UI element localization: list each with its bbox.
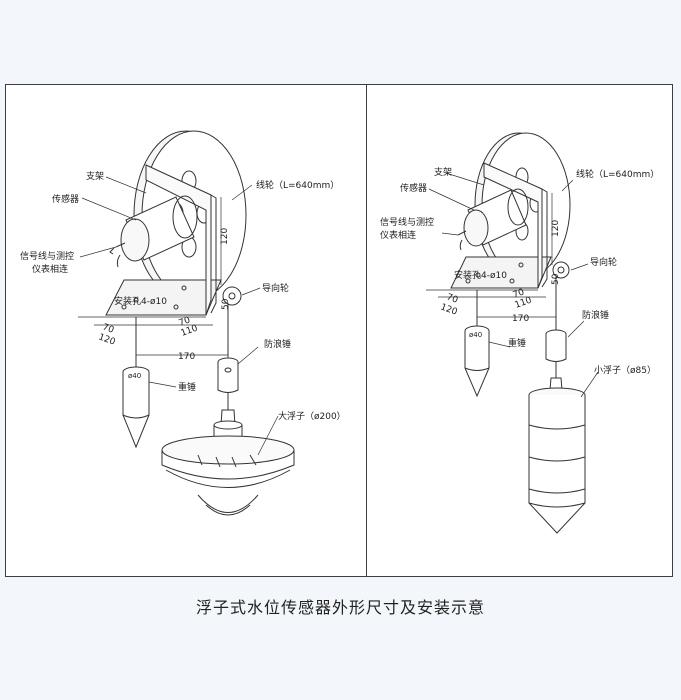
right-sensor-body (457, 188, 529, 251)
diagram-frame: 支架 传感器 信号线与测控 仪表相连 线轮（L=640mm） 导向轮 安装孔4-… (5, 84, 673, 577)
right-dim-50: 50 (551, 273, 561, 285)
right-dim-170: 170 (512, 314, 529, 324)
right-heavy-weight (464, 325, 490, 398)
left-dim-120-a: 120 (97, 332, 117, 347)
right-label-weight: 重锤 (508, 337, 526, 349)
left-heavy-weight (122, 366, 150, 449)
right-label-mount-hole: 安装孔4-ø10 (454, 269, 507, 281)
left-label-anti-wave: 防浪锤 (264, 338, 291, 350)
left-label-signal-line-1: 信号线与测控 (20, 250, 74, 262)
left-label-bracket: 支架 (86, 170, 104, 182)
left-label-weight: 重锤 (178, 381, 196, 393)
right-label-signal-line-2: 仪表相连 (380, 229, 416, 241)
left-label-guide-wheel: 导向轮 (262, 282, 289, 294)
right-label-bracket: 支架 (434, 166, 452, 178)
right-anti-wave-weight (545, 329, 567, 378)
right-dim-120-vertical: 120 (551, 220, 561, 237)
right-label-sensor: 传感器 (400, 182, 427, 194)
left-dim-120-vertical: 120 (220, 228, 230, 245)
right-guide-wheel (552, 261, 570, 279)
left-large-float (161, 409, 295, 516)
left-dim-170: 170 (178, 352, 195, 362)
right-label-signal-line-1: 信号线与测控 (380, 216, 434, 228)
right-label-float: 小浮子（ø85） (594, 364, 656, 376)
right-dim-phi40: ø40 (469, 331, 482, 339)
figure-caption: 浮子式水位传感器外形尺寸及安装示意 (195, 598, 485, 617)
right-label-wheel: 线轮（L=640mm） (576, 168, 659, 180)
left-assembly (78, 130, 295, 516)
right-small-float (528, 377, 586, 534)
left-dim-phi40: ø40 (128, 372, 141, 380)
left-label-mount-hole: 安装孔4-ø10 (114, 295, 167, 307)
left-anti-wave-weight (217, 357, 239, 410)
left-label-wheel: 线轮（L=640mm） (256, 179, 339, 191)
left-dim-50: 50 (221, 298, 231, 310)
right-label-guide-wheel: 导向轮 (590, 256, 617, 268)
right-label-anti-wave: 防浪锤 (582, 309, 609, 321)
left-label-float: 大浮子（ø200） (278, 410, 346, 422)
left-label-signal-line-2: 仪表相连 (32, 263, 68, 275)
left-sensor-body (109, 195, 198, 268)
right-dim-70-b: 70 (512, 287, 526, 300)
left-dim-70-a: 70 (101, 322, 115, 335)
installation-diagram: 支架 传感器 信号线与测控 仪表相连 线轮（L=640mm） 导向轮 安装孔4-… (20, 130, 659, 534)
right-assembly (426, 132, 599, 534)
left-dim-70-b: 70 (178, 315, 192, 328)
left-label-sensor: 传感器 (52, 193, 79, 205)
left-guide-wheel (222, 286, 242, 306)
panel-divider (366, 85, 367, 576)
right-dim-70-a: 70 (445, 292, 459, 305)
